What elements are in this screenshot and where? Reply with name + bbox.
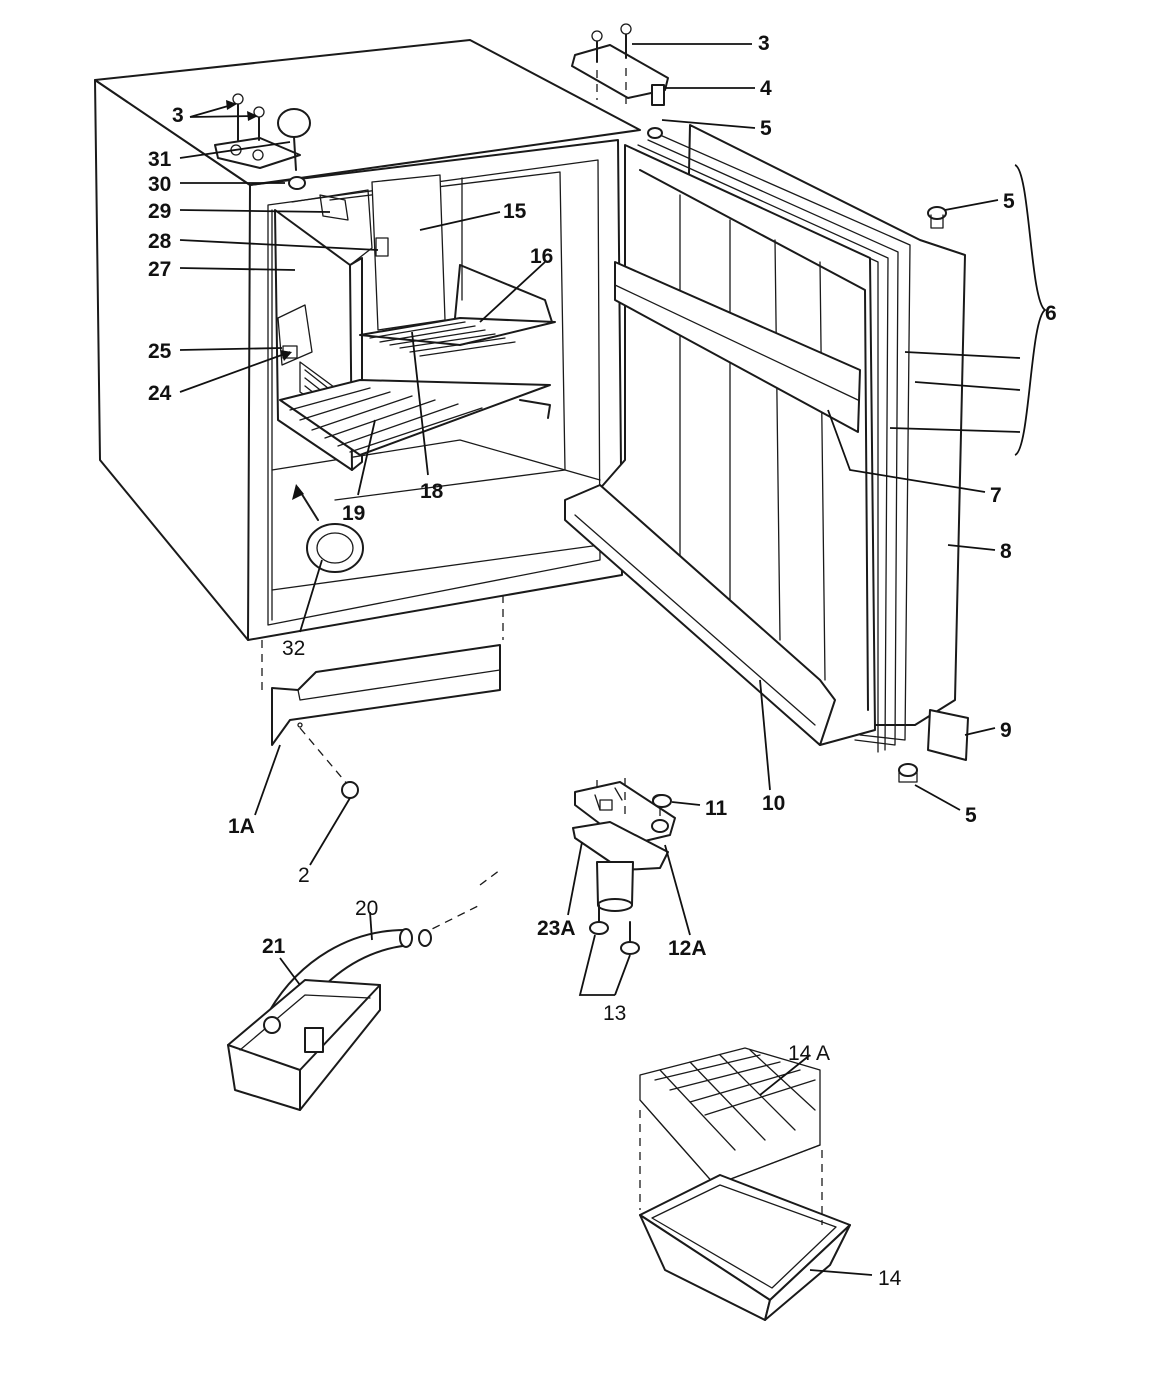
shelves [279, 264, 556, 456]
callout-14A: 14 A [788, 1042, 830, 1065]
callout-28: 28 [148, 230, 172, 253]
callout-7: 7 [990, 484, 1002, 507]
callout-8: 8 [1000, 540, 1012, 563]
callout-3-left: 3 [172, 104, 184, 127]
callout-30: 30 [148, 173, 171, 196]
callout-5-right: 5 [1003, 190, 1015, 213]
callout-12A: 12A [668, 937, 707, 960]
callout-9: 9 [1000, 719, 1012, 742]
callout-24: 24 [148, 382, 172, 405]
callout-1A: 1A [228, 815, 255, 838]
callout-29: 29 [148, 200, 171, 223]
callout-3-top: 3 [758, 32, 770, 55]
callout-5-top: 5 [760, 117, 772, 140]
callout-23A: 23A [537, 917, 576, 940]
callout-10: 10 [762, 792, 785, 815]
callout-15: 15 [503, 200, 527, 223]
callout-27: 27 [148, 258, 171, 281]
top-hinges [214, 23, 669, 190]
leader-lines [179, 43, 1047, 1276]
callout-14: 14 [878, 1267, 902, 1290]
callout-11: 11 [705, 797, 728, 820]
callout-4: 4 [760, 77, 772, 100]
door-assembly [564, 124, 969, 783]
callout-32: 32 [282, 637, 305, 660]
light-assembly [292, 484, 364, 573]
callout-labels: 3 4 5 5 6 7 8 9 10 5 11 12A 23A 13 14 A … [148, 32, 1057, 1290]
callout-19: 19 [342, 502, 365, 525]
callout-31: 31 [148, 148, 172, 171]
ice-tray [639, 1047, 851, 1321]
callout-13: 13 [603, 1002, 626, 1025]
callout-16: 16 [530, 245, 553, 268]
drain-hose-and-bin [227, 869, 501, 1111]
callout-6: 6 [1045, 302, 1057, 325]
kickplate [261, 595, 504, 799]
callout-18: 18 [420, 480, 444, 503]
bottom-hinge-bracket [572, 778, 676, 955]
callout-2: 2 [298, 864, 310, 887]
callout-20: 20 [355, 897, 378, 920]
cabinet-body [94, 39, 641, 641]
callout-5-bottom: 5 [965, 804, 977, 827]
callout-25: 25 [148, 340, 172, 363]
callout-21: 21 [262, 935, 286, 958]
